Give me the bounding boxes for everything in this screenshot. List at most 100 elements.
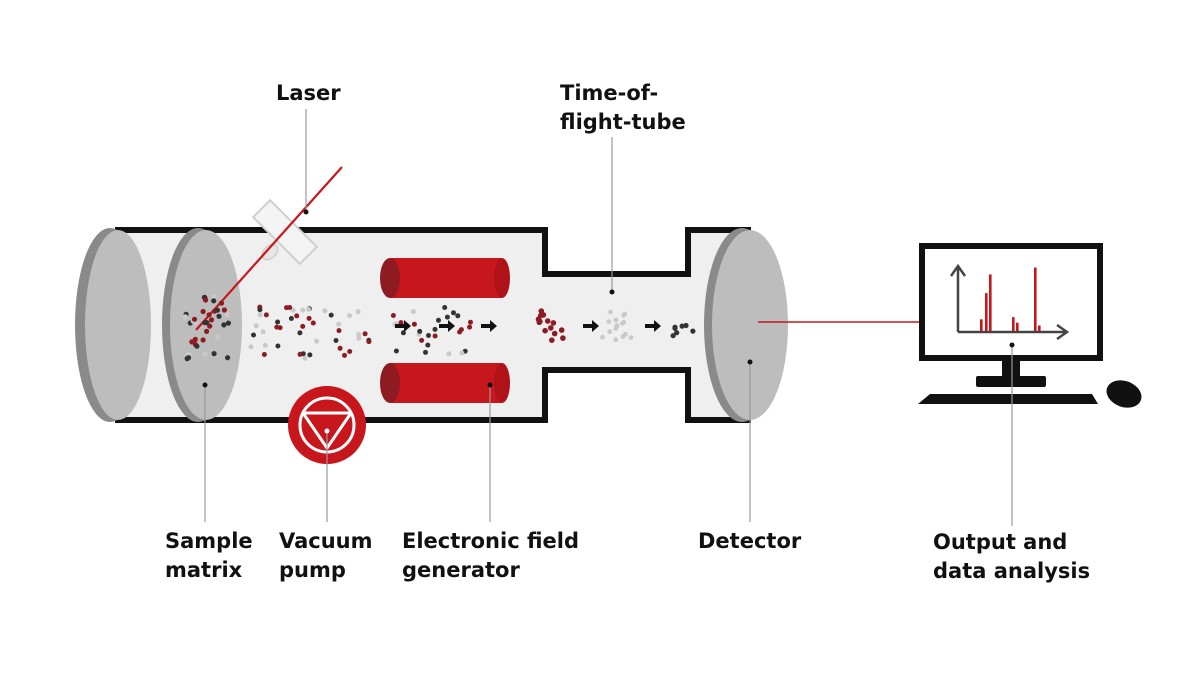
ion-particle [451, 310, 456, 316]
vacuum-pump-icon [288, 386, 366, 464]
ion-particle [468, 319, 473, 325]
end-cap-disc [75, 228, 151, 422]
spectrum-peak [1012, 317, 1015, 331]
ion-particles [182, 293, 696, 362]
ion-particle [208, 317, 215, 323]
ion-particle [355, 309, 361, 315]
ion-particle [620, 334, 626, 339]
ion-particle [310, 320, 316, 326]
ion-particle [261, 352, 267, 357]
spectrum-peaks [980, 267, 1041, 332]
ion-particle [679, 323, 685, 329]
ion-particle [607, 329, 613, 335]
ion-particle [189, 339, 195, 345]
ion-particle [537, 312, 544, 319]
vacuum-pump-label-line1: Vacuum [279, 529, 373, 553]
sample-matrix-label: Sample matrix [165, 527, 253, 585]
ion-particle [263, 312, 269, 318]
spectrum-peak [985, 293, 988, 332]
ion-particle [628, 335, 634, 340]
field-generator-label-line2: generator [402, 558, 520, 582]
field-generator-top [380, 258, 510, 298]
leader-lines [204, 109, 1013, 526]
ion-particle [300, 323, 306, 329]
ion-particle [211, 298, 217, 304]
vacuum-pump-label: Vacuum pump [279, 527, 373, 585]
ion-particle [288, 316, 294, 321]
ion-particle [467, 324, 473, 330]
ion-particle [600, 334, 605, 340]
ion-particle [608, 309, 613, 315]
leader-dots [202, 209, 1015, 434]
ion-particle [425, 342, 431, 348]
output-analysis-label: Output and data analysis [933, 528, 1090, 586]
laser-label: Laser [276, 79, 341, 108]
vacuum-pump-label-line2: pump [279, 558, 346, 582]
ion-particle [548, 325, 554, 331]
ion-particle [322, 308, 328, 314]
sample-matrix-disc [162, 228, 242, 422]
ion-particle [362, 331, 368, 337]
spectrum-peak [1016, 322, 1019, 331]
mouse-icon [1106, 380, 1142, 408]
ion-particle [336, 321, 342, 327]
ion-particle [542, 327, 548, 334]
ion-particle [333, 338, 339, 343]
spectrum-peak [1034, 267, 1037, 331]
ion-particle [442, 305, 448, 310]
ion-particle [203, 297, 209, 303]
ion-particle [550, 320, 557, 326]
ion-particle [200, 337, 206, 343]
spectrum-peak [980, 319, 983, 331]
field-generator-label-line1: Electronic field [402, 529, 580, 553]
ion-particle [621, 319, 627, 325]
ion-particle [262, 342, 268, 348]
ion-particle [200, 308, 206, 315]
ion-particle [224, 311, 230, 317]
ion-particle [328, 312, 334, 318]
ion-particle [314, 338, 320, 344]
ion-particle [225, 355, 231, 361]
ion-particle [558, 327, 565, 333]
ion-particle [202, 351, 208, 357]
ion-particle [225, 320, 231, 326]
ion-particle [347, 313, 353, 319]
ion-particle [444, 314, 450, 320]
ion-particle [446, 351, 452, 357]
ion-particle [690, 328, 696, 334]
ion-particle [206, 312, 212, 318]
ion-particle [393, 348, 399, 354]
tof-tube-label-line2: flight-tube [560, 110, 686, 134]
sample-matrix-label-line2: matrix [165, 558, 243, 582]
ion-particle [560, 335, 566, 341]
ion-particle [275, 343, 281, 349]
ion-particle [221, 322, 227, 328]
ion-particle [398, 320, 404, 326]
ion-particle [674, 330, 680, 336]
ion-particle [683, 322, 689, 329]
sample-matrix-label-line1: Sample [165, 529, 253, 553]
ion-particle [275, 319, 281, 325]
output-analysis-label-line1: Output and [933, 530, 1068, 554]
ion-particle [215, 334, 221, 340]
ion-particle [194, 343, 200, 349]
ion-particle [253, 323, 259, 329]
ion-particle [423, 349, 428, 355]
field-generator-label: Electronic field generator [402, 527, 579, 585]
ion-particle [390, 313, 396, 318]
ion-particle [274, 324, 280, 330]
ion-particle [257, 307, 263, 313]
ion-particle [400, 330, 406, 336]
ion-particle [185, 355, 192, 361]
spectrum-peak [1038, 325, 1041, 331]
ion-particle [458, 327, 464, 333]
ion-particle [294, 313, 300, 319]
ion-particle [411, 321, 417, 327]
ion-particle [211, 293, 217, 300]
ion-particle [356, 335, 362, 341]
detector-label: Detector [698, 527, 801, 556]
ion-particle [614, 323, 620, 329]
detector-disc [704, 228, 788, 422]
